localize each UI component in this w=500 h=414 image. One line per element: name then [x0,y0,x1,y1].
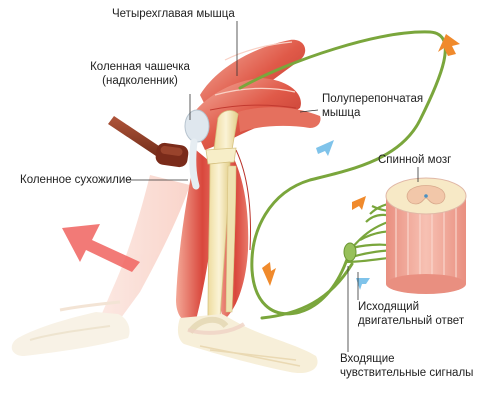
label-quadriceps: Четырехглавая мышца [112,8,235,20]
reflex-hammer [108,116,189,168]
patella [184,109,210,190]
label-sensory-signals-line1: Входящие [340,353,395,365]
label-patella-line1: Коленная чашечка [90,61,190,73]
kick-arrow [62,224,140,272]
leader-lines [126,21,419,352]
label-motor-response-line1: Исходящий [358,301,420,313]
label-semimembranosus-line1: Полуперепончатая [322,93,424,105]
label-sensory-signals-line2: чувствительные сигналы [340,367,474,379]
label-patella-line2: (надколенник) [102,75,178,87]
sensory-arrows [316,140,370,290]
spinal-cord [385,177,467,294]
nerve-pathway [238,30,447,320]
semimembranosus-muscle [238,107,321,132]
label-motor-response: Исходящий двигательный ответ [358,300,464,328]
label-patella: Коленная чашечка (надколенник) [82,60,198,88]
label-sensory-signals: Входящие чувствительные сигналы [340,352,473,380]
label-spinal-cord: Спинной мозг [378,154,452,166]
ghost-leg [11,175,190,356]
label-semimembranosus-line2: мышца [322,107,361,119]
motor-arrows [262,34,460,286]
foot [177,314,318,374]
dorsal-root-ganglion [343,242,357,262]
label-patellar-tendon: Коленное сухожилие [20,174,132,186]
label-motor-response-line2: двигательный ответ [358,315,465,327]
label-semimembranosus: Полуперепончатая мышца [322,92,423,120]
